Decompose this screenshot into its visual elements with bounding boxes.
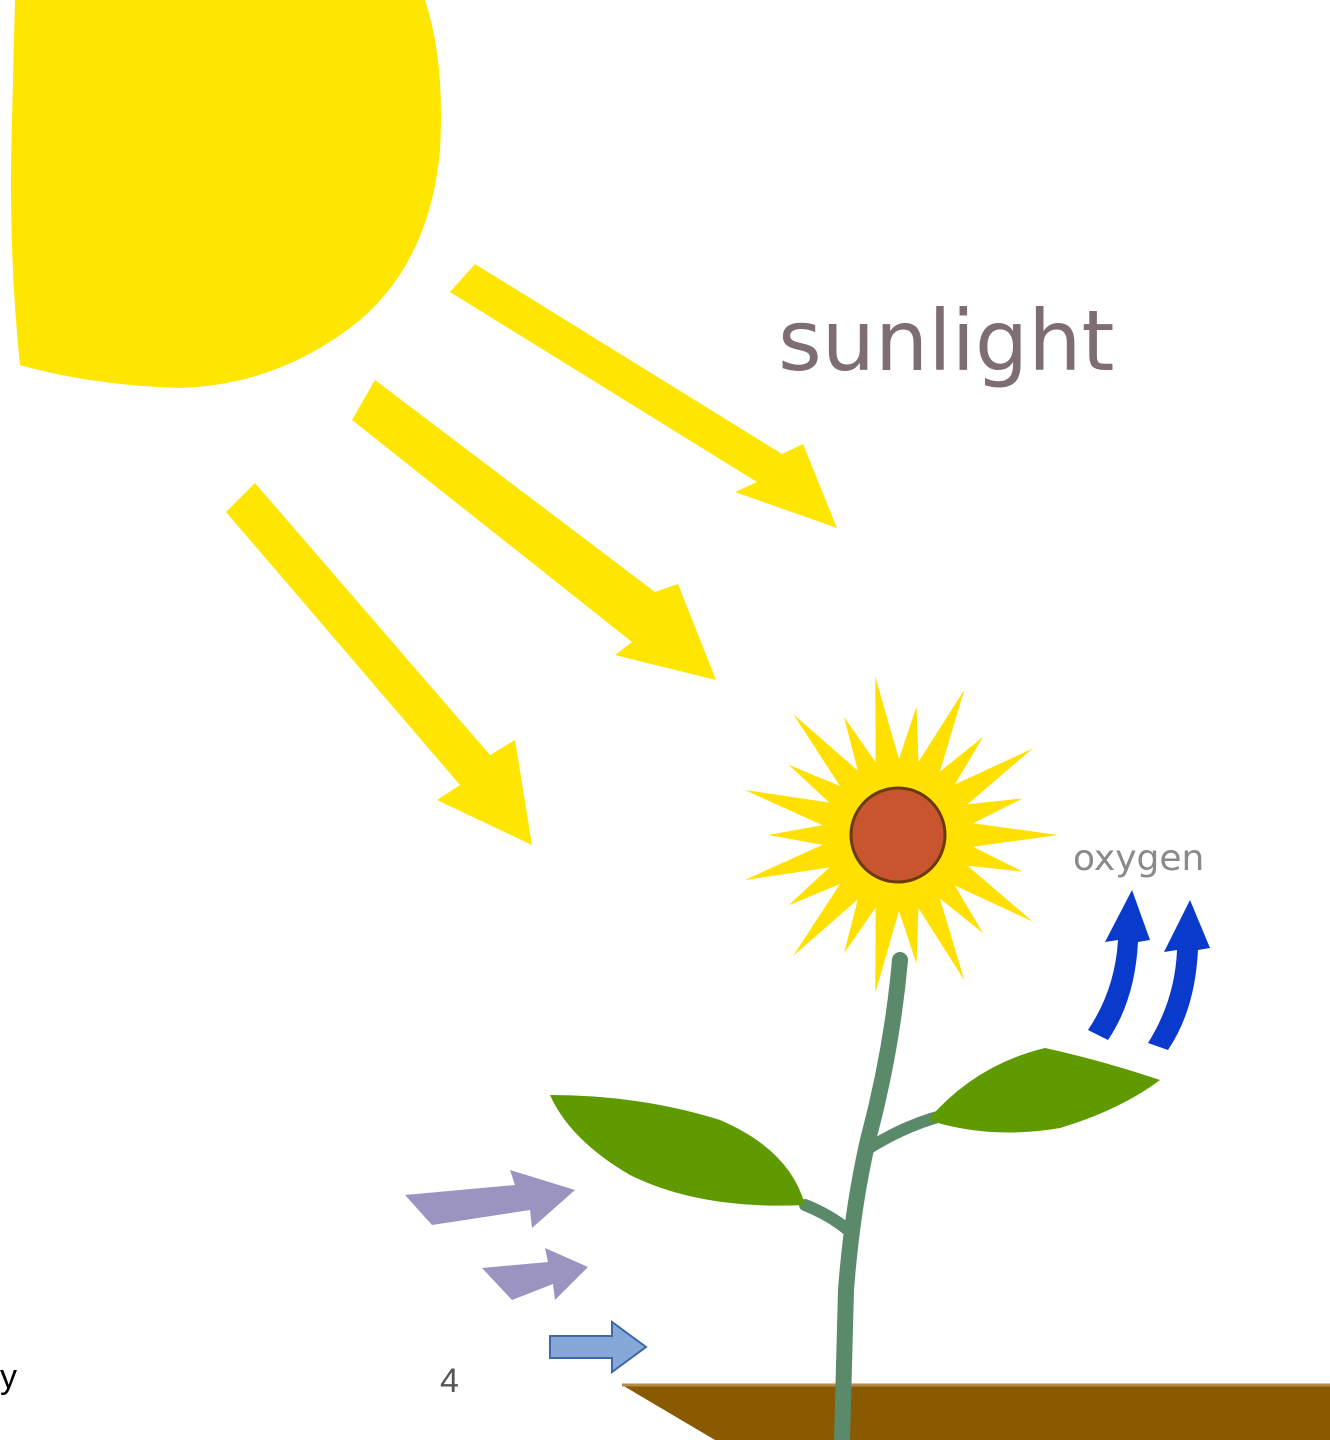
stem <box>805 960 945 1440</box>
sunlight-ray-arrow-2 <box>352 380 716 680</box>
sunlight-ray-arrow-3 <box>226 483 532 845</box>
leaf-left <box>550 1095 805 1206</box>
sun-icon <box>11 0 441 388</box>
flower-center <box>851 788 945 882</box>
oxygen-arrow-1 <box>1088 890 1150 1040</box>
oxygen-label: oxygen <box>1073 838 1204 879</box>
soil <box>622 1385 1330 1440</box>
footer-left-text: y <box>0 1358 17 1396</box>
oxygen-arrows <box>1088 890 1210 1050</box>
water-arrow <box>550 1322 646 1372</box>
page-number: 4 <box>440 1362 459 1400</box>
sunlight-rays <box>226 264 837 845</box>
co2-arrow-1 <box>405 1170 575 1228</box>
sunlight-label: sunlight <box>778 292 1114 390</box>
leaf-right <box>928 1048 1160 1133</box>
oxygen-arrow-2 <box>1148 900 1210 1050</box>
co2-arrows <box>405 1170 588 1300</box>
co2-arrow-2 <box>482 1248 588 1300</box>
